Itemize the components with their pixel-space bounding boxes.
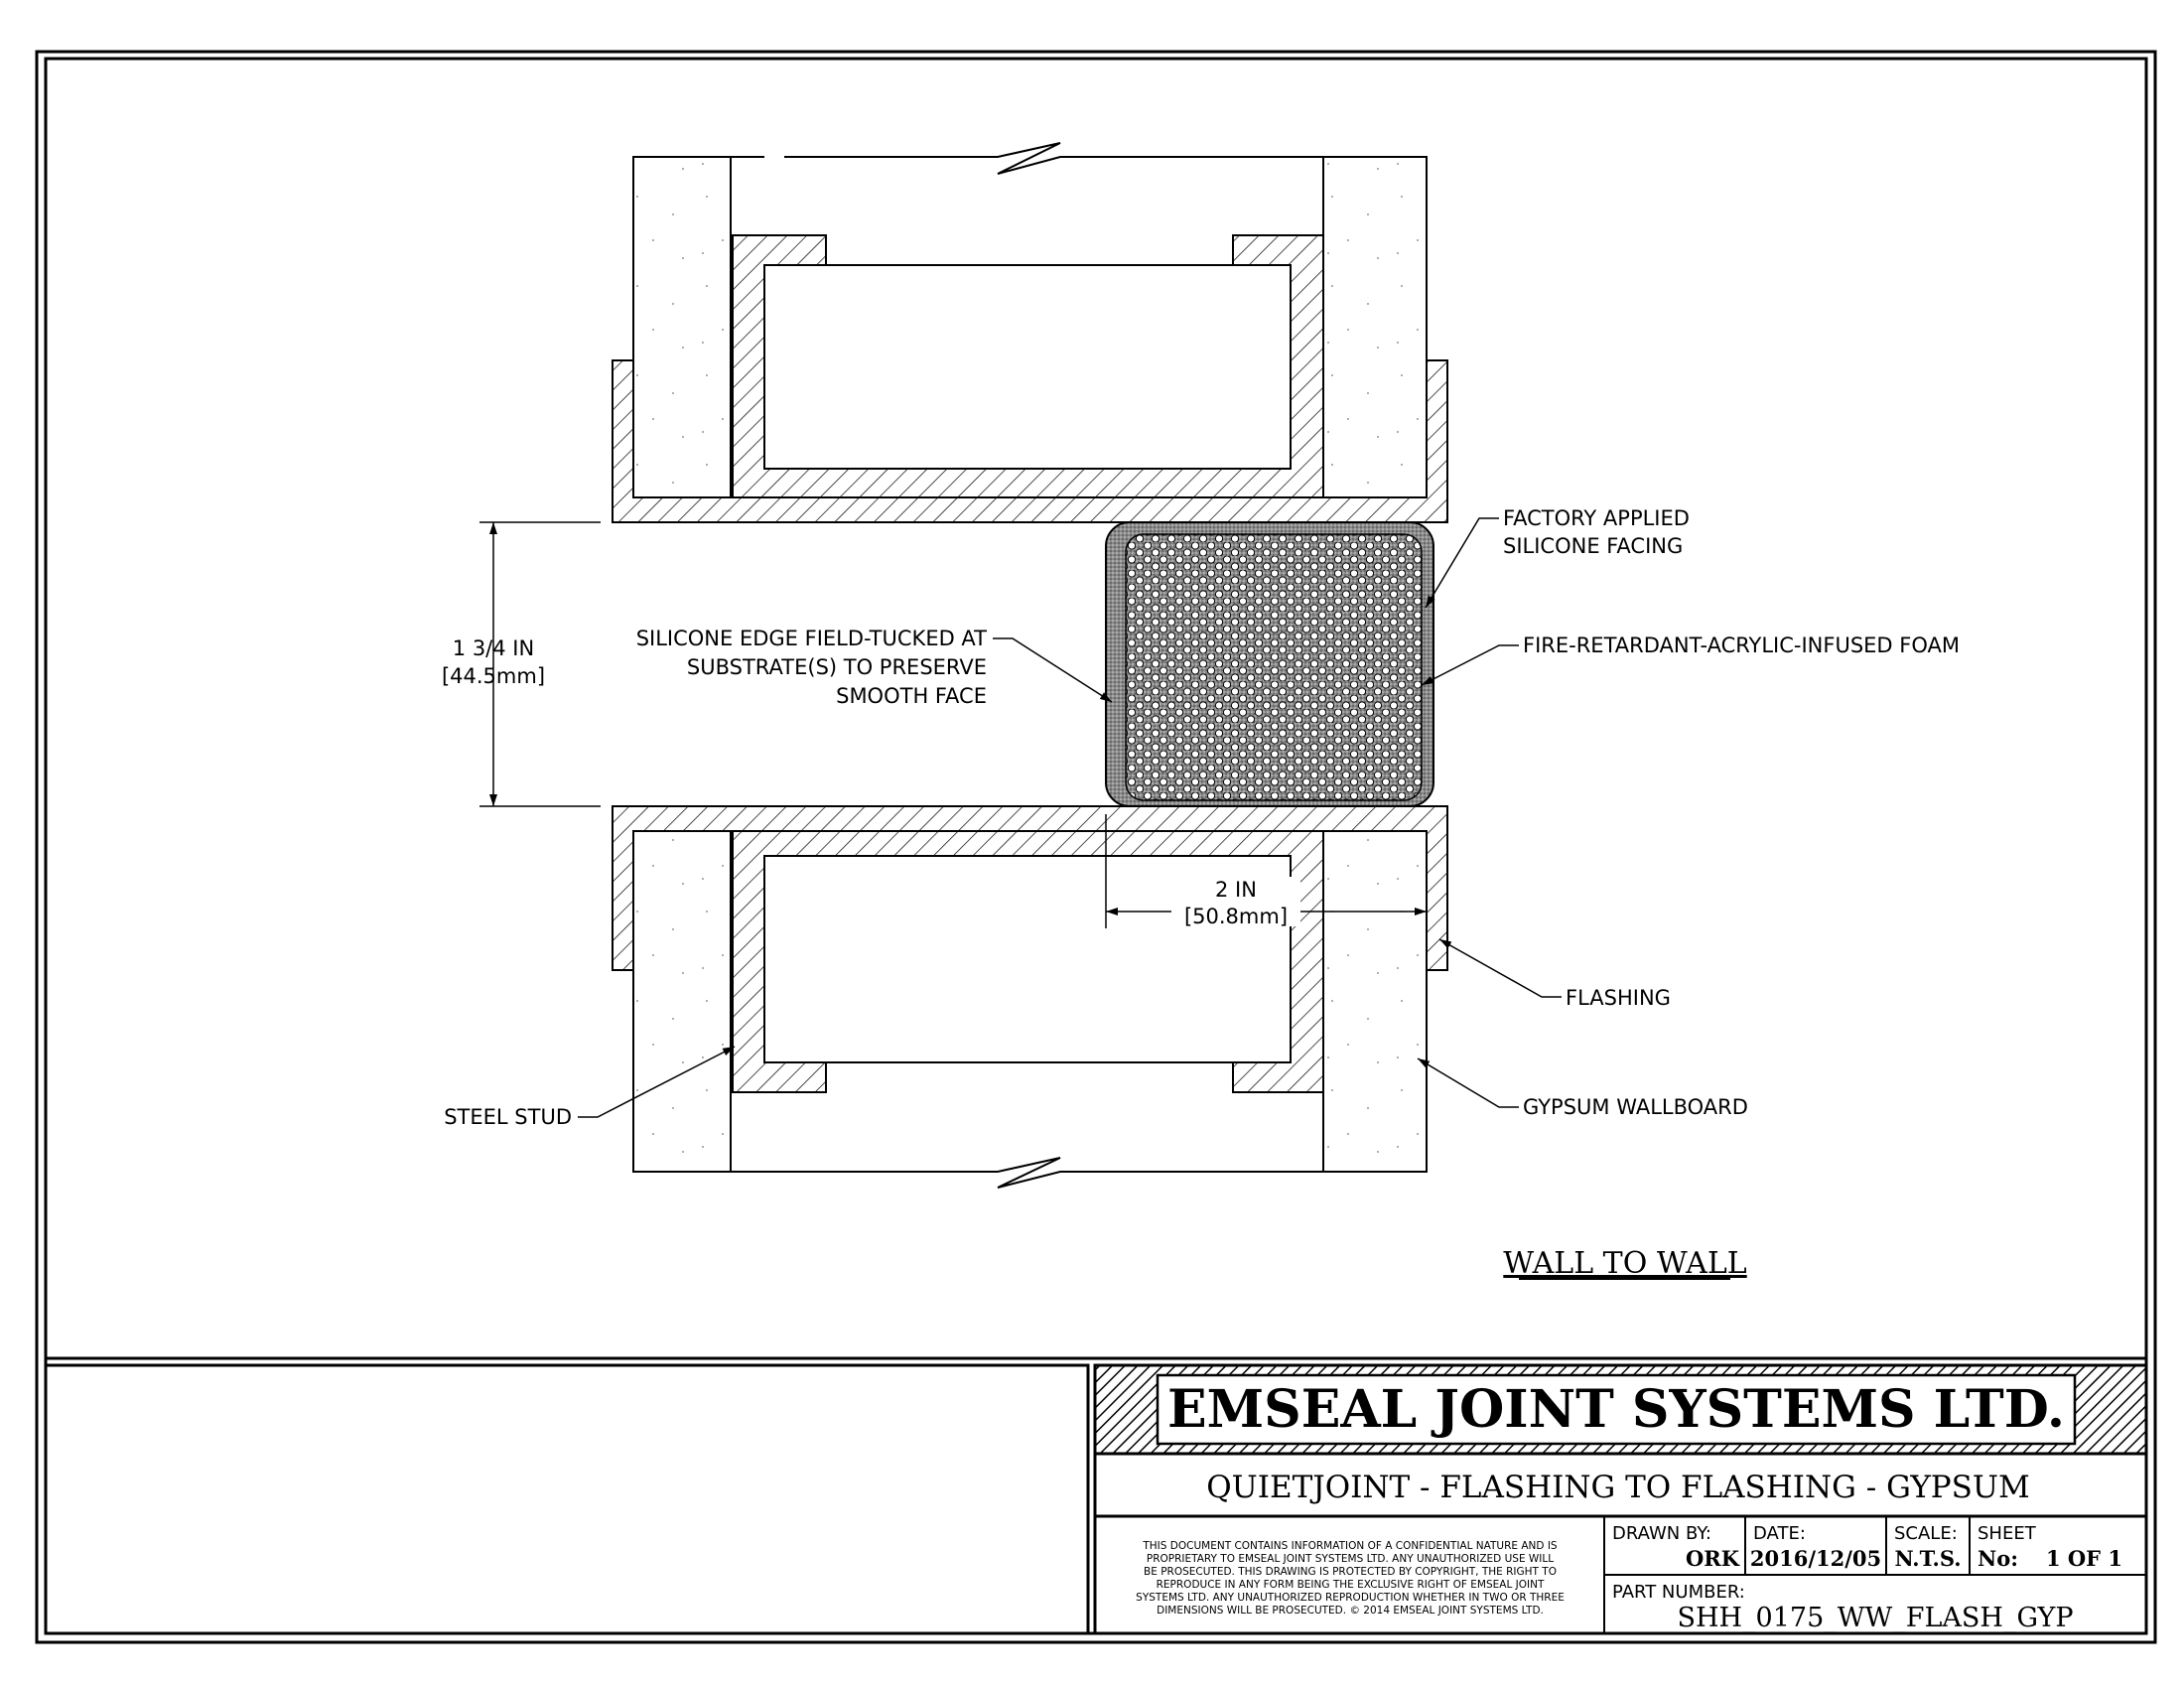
top-stud-web bbox=[763, 264, 1292, 470]
acrylic-infused-foam bbox=[1125, 533, 1423, 801]
callout-silicone-facing: FACTORY APPLIED SILICONE FACING bbox=[1425, 506, 1690, 609]
scale-label: SCALE: bbox=[1894, 1523, 1958, 1544]
depth-dimension: 2 IN [50.8mm] bbox=[1105, 814, 1427, 928]
top-break-line bbox=[731, 142, 1323, 175]
drawing-title: QUIETJOINT - FLASHING TO FLASHING - GYPS… bbox=[1206, 1470, 2030, 1505]
depth-in: 2 IN bbox=[1215, 878, 1257, 902]
svg-text:THIS DOCUMENT CONTAINS INFORMA: THIS DOCUMENT CONTAINS INFORMATION OF A … bbox=[1142, 1540, 1558, 1552]
svg-text:FACTORY APPLIED: FACTORY APPLIED bbox=[1503, 506, 1690, 530]
svg-text:FIRE-RETARDANT-ACRYLIC-INFUSED: FIRE-RETARDANT-ACRYLIC-INFUSED FOAM bbox=[1523, 633, 1960, 657]
drawn-by-value: ORK bbox=[1686, 1546, 1740, 1571]
joint-width-dimension: 1 3/4 IN [44.5mm] bbox=[442, 521, 601, 807]
company-banner bbox=[1156, 1373, 2077, 1446]
sheet-no-label: No: bbox=[1978, 1546, 2018, 1571]
bottom-left-gypsum-board bbox=[632, 830, 732, 1173]
top-left-gypsum-board bbox=[632, 156, 732, 498]
callout-steel-stud: STEEL STUD bbox=[444, 1046, 736, 1129]
svg-text:SYSTEMS LTD. ANY UNAUTHORIZED: SYSTEMS LTD. ANY UNAUTHORIZED REPRODUCTI… bbox=[1136, 1592, 1565, 1604]
disclaimer-text: THIS DOCUMENT CONTAINS INFORMATION OF A … bbox=[1136, 1540, 1565, 1617]
top-flashing bbox=[612, 359, 1448, 523]
notes-box bbox=[44, 1363, 1090, 1635]
company-name: EMSEAL JOINT SYSTEMS LTD. bbox=[1167, 1379, 2065, 1440]
sheet-label: SHEET bbox=[1978, 1523, 2037, 1544]
callout-foam: FIRE-RETARDANT-ACRYLIC-INFUSED FOAM bbox=[1421, 633, 1960, 686]
svg-text:REPRODUCE IN ANY FORM BEING TH: REPRODUCE IN ANY FORM BEING THE EXCLUSIV… bbox=[1157, 1579, 1545, 1591]
quietjoint-foam-sealant bbox=[1105, 521, 1434, 807]
svg-text:SILICONE FACING: SILICONE FACING bbox=[1503, 534, 1683, 558]
sheet-no-value: 1 OF 1 bbox=[2046, 1546, 2122, 1571]
svg-text:SMOOTH FACE: SMOOTH FACE bbox=[836, 684, 987, 708]
bottom-break-line bbox=[731, 1157, 1323, 1189]
top-right-gypsum-board bbox=[1322, 156, 1428, 498]
bottom-wall-assembly bbox=[612, 805, 1448, 1189]
outer-border bbox=[35, 50, 2157, 1644]
title-block: EMSEAL JOINT SYSTEMS LTD. QUIETJOINT - F… bbox=[44, 1363, 2148, 1635]
part-number-value: SHH_0175_WW_FLASH_GYP bbox=[1677, 1603, 2073, 1633]
part-number-label: PART NUMBER: bbox=[1612, 1582, 1745, 1603]
drawn-by-label: DRAWN BY: bbox=[1612, 1523, 1711, 1544]
callout-flashing: FLASHING bbox=[1438, 938, 1671, 1010]
date-value: 2016/12/05 bbox=[1750, 1546, 1881, 1571]
view-title: WALL TO WALL bbox=[1503, 1246, 1746, 1281]
svg-text:SILICONE EDGE FIELD-TUCKED AT: SILICONE EDGE FIELD-TUCKED AT bbox=[636, 627, 987, 650]
svg-text:PROPRIETARY TO EMSEAL JOINT SY: PROPRIETARY TO EMSEAL JOINT SYSTEMS LTD.… bbox=[1147, 1553, 1554, 1565]
joint-width-mm: [44.5mm] bbox=[442, 664, 545, 688]
callout-silicone-edge: SILICONE EDGE FIELD-TUCKED AT SUBSTRATE(… bbox=[636, 627, 1113, 708]
joint-width-in: 1 3/4 IN bbox=[453, 636, 534, 660]
callout-gypsum: GYPSUM WALLBOARD bbox=[1417, 1057, 1748, 1119]
svg-text:BE PROSECUTED. THIS DRAWING IS: BE PROSECUTED. THIS DRAWING IS PROTECTED… bbox=[1144, 1566, 1557, 1578]
svg-text:SUBSTRATE(S) TO PRESERVE: SUBSTRATE(S) TO PRESERVE bbox=[687, 655, 987, 679]
top-wall-assembly bbox=[612, 142, 1448, 523]
svg-text:STEEL STUD: STEEL STUD bbox=[444, 1105, 572, 1129]
svg-text:FLASHING: FLASHING bbox=[1566, 986, 1671, 1010]
svg-text:DIMENSIONS WILL BE PROSECUTED.: DIMENSIONS WILL BE PROSECUTED. © 2014 EM… bbox=[1157, 1605, 1544, 1617]
svg-text:GYPSUM WALLBOARD: GYPSUM WALLBOARD bbox=[1523, 1095, 1748, 1119]
date-label: DATE: bbox=[1753, 1523, 1806, 1544]
scale-value: N.T.S. bbox=[1894, 1546, 1961, 1571]
bottom-right-gypsum-board bbox=[1322, 830, 1428, 1173]
depth-mm: [50.8mm] bbox=[1184, 905, 1288, 928]
